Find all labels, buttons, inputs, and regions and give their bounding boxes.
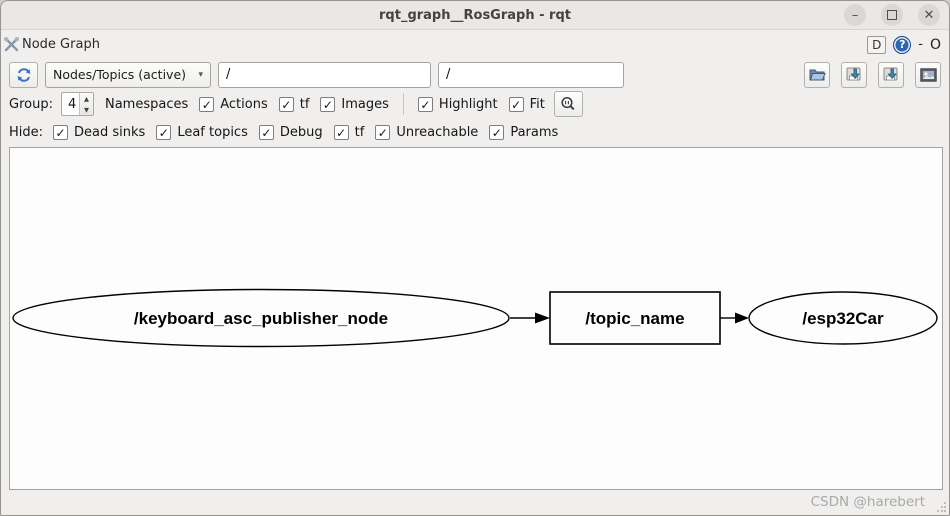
checkbox-leaf-topics[interactable]: ✓ Leaf topics [156, 124, 248, 140]
checkbox-images-label: Images [341, 96, 389, 112]
close-button[interactable]: ✕ [918, 4, 940, 26]
checkbox-tf[interactable]: ✓ tf [278, 96, 310, 112]
node-esp32car-label: /esp32Car [802, 309, 884, 328]
dock-minimize-button[interactable]: - [918, 37, 923, 52]
namespace-filter-input[interactable] [218, 61, 431, 88]
checkbox-leaf-topics-box[interactable]: ✓ [156, 124, 172, 140]
dock-controls: D ? - O [867, 35, 941, 54]
open-dot-file-button[interactable] [804, 61, 830, 88]
save-image-arrow-icon [883, 67, 900, 83]
checkbox-unreachable-label: Unreachable [396, 124, 479, 140]
image-icon [919, 67, 937, 82]
window-titlebar[interactable]: rqt_graph__RosGraph - rqt – ✕ [1, 1, 949, 30]
checkbox-fit[interactable]: ✓ Fit [508, 96, 545, 112]
graph-type-dropdown[interactable]: Nodes/Topics (active) ▾ [45, 61, 211, 88]
spin-up-icon[interactable]: ▲ [83, 94, 89, 103]
edge-keyboard-to-topic [510, 312, 550, 324]
hide-label: Hide: [9, 124, 44, 140]
checkbox-tf-box[interactable]: ✓ [278, 96, 294, 112]
checkbox-images-box[interactable]: ✓ [320, 96, 336, 112]
checkbox-hide-tf-box[interactable]: ✓ [333, 124, 349, 140]
node-keyboard-label: /keyboard_asc_publisher_node [134, 309, 388, 328]
checkbox-hide-tf-label: tf [354, 124, 365, 140]
checkbox-highlight-label: Highlight [438, 96, 498, 112]
ros-graph-svg: /keyboard_asc_publisher_node /topic_name… [12, 288, 938, 348]
save-as-image-button[interactable] [878, 61, 904, 88]
checkbox-hide-tf[interactable]: ✓ tf [333, 124, 365, 140]
maximize-icon [887, 10, 897, 20]
watermark-text: CSDN @harebert [810, 494, 925, 510]
node-topic-label: /topic_name [585, 309, 684, 328]
edge-topic-to-esp32car [720, 312, 749, 324]
refresh-icon [16, 67, 32, 83]
dock-title: Node Graph [22, 37, 100, 52]
hide-options-row: Hide: ✓ Dead sinks ✓ Leaf topics ✓ Debug… [1, 118, 949, 146]
save-arrow-icon [846, 67, 863, 83]
checkbox-leaf-topics-label: Leaf topics [177, 124, 248, 140]
dock-d-button[interactable]: D [867, 35, 887, 54]
checkbox-params-label: Params [510, 124, 559, 140]
checkbox-unreachable-box[interactable]: ✓ [375, 124, 391, 140]
node-keyboard-asc-publisher-node: /keyboard_asc_publisher_node [12, 288, 510, 348]
open-folder-icon [809, 67, 826, 82]
checkbox-highlight[interactable]: ✓ Highlight [417, 96, 498, 112]
chevron-down-icon: ▾ [198, 69, 203, 80]
resize-grip[interactable] [936, 502, 946, 512]
checkbox-actions-box[interactable]: ✓ [199, 96, 215, 112]
graph-toolbar: Nodes/Topics (active) ▾ [1, 59, 949, 90]
dock-float-button[interactable]: O [929, 36, 941, 53]
group-spinbox-value: 4 [67, 96, 77, 112]
topic-filter-input[interactable] [438, 61, 624, 88]
minimize-button[interactable]: – [844, 4, 866, 26]
node-topic-name: /topic_name [549, 291, 721, 345]
save-dot-file-button[interactable] [841, 61, 867, 88]
toolbar-separator [402, 93, 404, 115]
image-view-button[interactable] [915, 61, 941, 88]
fit-in-view-button[interactable] [553, 91, 583, 117]
checkbox-fit-label: Fit [529, 96, 545, 112]
checkbox-debug-label: Debug [279, 124, 323, 140]
node-esp32car: /esp32Car [748, 291, 938, 345]
group-label: Group: [9, 96, 53, 112]
window-title: rqt_graph__RosGraph - rqt [379, 7, 571, 23]
checkbox-tf-label: tf [299, 96, 310, 112]
checkbox-debug-box[interactable]: ✓ [258, 124, 274, 140]
checkbox-dead-sinks[interactable]: ✓ Dead sinks [53, 124, 146, 140]
checkbox-dead-sinks-box[interactable]: ✓ [53, 124, 69, 140]
close-icon: ✕ [923, 7, 935, 23]
checkbox-images[interactable]: ✓ Images [320, 96, 389, 112]
checkbox-highlight-box[interactable]: ✓ [417, 96, 433, 112]
magnifier-icon [560, 96, 576, 112]
group-spinbox[interactable]: 4 ▲ ▼ [60, 92, 94, 116]
bottom-strip: CSDN @harebert [1, 489, 949, 515]
checkbox-unreachable[interactable]: ✓ Unreachable [375, 124, 479, 140]
namespaces-label: Namespaces [104, 96, 189, 112]
checkbox-actions[interactable]: ✓ Actions [199, 96, 268, 112]
group-spinbox-arrows: ▲ ▼ [78, 93, 93, 115]
group-options-row: Group: 4 ▲ ▼ Namespaces ✓ Actions ✓ tf ✓… [1, 90, 949, 118]
dock-header: Node Graph D ? - O [1, 30, 949, 59]
checkbox-params[interactable]: ✓ Params [489, 124, 559, 140]
window-controls: – ✕ [844, 4, 940, 26]
checkbox-params-box[interactable]: ✓ [489, 124, 505, 140]
maximize-button[interactable] [881, 4, 903, 26]
refresh-button[interactable] [9, 61, 38, 88]
plugin-tools-icon [3, 36, 20, 53]
checkbox-dead-sinks-label: Dead sinks [74, 124, 146, 140]
graph-canvas[interactable]: /keyboard_asc_publisher_node /topic_name… [9, 147, 943, 490]
checkbox-actions-label: Actions [220, 96, 268, 112]
minimize-icon: – [851, 7, 859, 23]
spin-down-icon[interactable]: ▼ [83, 105, 89, 114]
help-icon[interactable]: ? [893, 35, 912, 54]
graph-type-value: Nodes/Topics (active) [53, 67, 187, 82]
checkbox-debug[interactable]: ✓ Debug [258, 124, 323, 140]
checkbox-fit-box[interactable]: ✓ [508, 96, 524, 112]
